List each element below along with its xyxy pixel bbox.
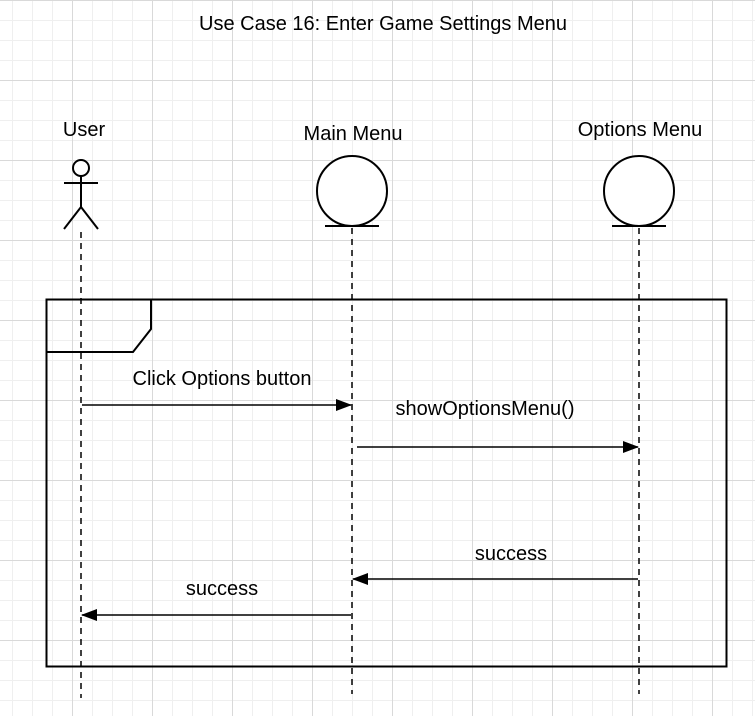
participant-label-options-menu: Options Menu — [577, 119, 703, 141]
user-actor-icon — [63, 159, 99, 230]
diagram-title: Use Case 16: Enter Game Settings Menu — [199, 13, 567, 35]
message-label-success-1: success — [474, 543, 548, 565]
participant-label-user: User — [62, 119, 106, 141]
options-menu-object-icon — [603, 155, 675, 227]
message-label-success-2: success — [185, 578, 259, 600]
main-menu-object-icon — [316, 155, 388, 227]
participant-label-main-menu: Main Menu — [303, 123, 403, 145]
message-label-show-options-menu: showOptionsMenu() — [395, 398, 575, 420]
message-label-click-options: Click Options button — [132, 368, 312, 390]
fragment-operator-tab — [46, 299, 152, 353]
fragment-frame — [45, 298, 728, 668]
